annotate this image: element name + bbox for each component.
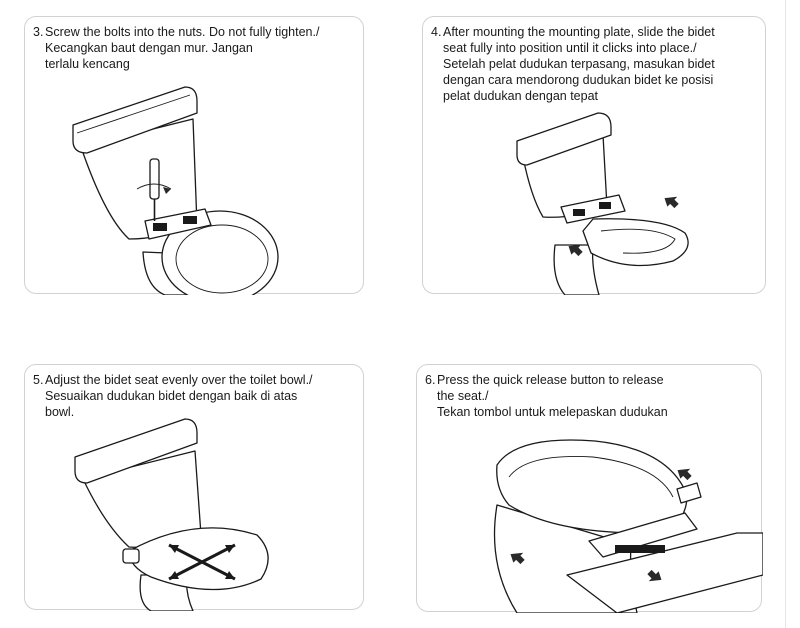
caption-line: Tekan tombol untuk melepaskan dudukan <box>437 405 668 419</box>
toilet-screwdriver-illustration <box>72 86 279 295</box>
caption-line: pelat dudukan dengan tepat <box>443 89 598 103</box>
caption-line: the seat./ <box>437 389 489 403</box>
page-edge-divider <box>785 0 786 628</box>
caption-line: bowl. <box>45 405 75 419</box>
caption-line: Screw the bolts into the nuts. Do not fu… <box>45 25 320 39</box>
step-6-panel: 6. Press the quick release button to rel… <box>416 364 763 613</box>
caption-line: Kecangkan baut dengan mur. Jangan <box>45 41 253 55</box>
step-number: 6. <box>425 373 436 387</box>
bidet-slide-in-illustration <box>516 112 689 295</box>
caption-line: dengan cara mendorong dudukan bidet ke p… <box>443 73 714 87</box>
caption-line: terlalu kencang <box>45 57 130 71</box>
step-4-panel: 4. After mounting the mounting plate, sl… <box>422 16 766 295</box>
bidet-adjust-illustration <box>74 418 269 611</box>
caption-line: Press the quick release button to releas… <box>437 373 664 387</box>
caption-line: Sesuaikan dudukan bidet dengan baik di a… <box>45 389 298 403</box>
step-6-caption: 6. Press the quick release button to rel… <box>425 372 753 420</box>
caption-line: Setelah pelat dudukan terpasang, masukan… <box>443 57 715 71</box>
step-4-caption: 4. After mounting the mounting plate, sl… <box>431 24 757 104</box>
caption-line: After mounting the mounting plate, slide… <box>443 25 715 39</box>
quick-release-illustration <box>493 439 763 613</box>
caption-line: Adjust the bidet seat evenly over the to… <box>45 373 313 387</box>
step-number: 5. <box>33 373 44 387</box>
step-5-caption: 5. Adjust the bidet seat evenly over the… <box>33 372 355 420</box>
caption-line: seat fully into position until it clicks… <box>443 41 697 55</box>
step-3-panel: 3. Screw the bolts into the nuts. Do not… <box>24 16 364 295</box>
step-number: 3. <box>33 25 44 39</box>
step-5-panel: 5. Adjust the bidet seat evenly over the… <box>24 364 364 611</box>
step-3-caption: 3. Screw the bolts into the nuts. Do not… <box>33 24 355 72</box>
step-number: 4. <box>431 25 442 39</box>
